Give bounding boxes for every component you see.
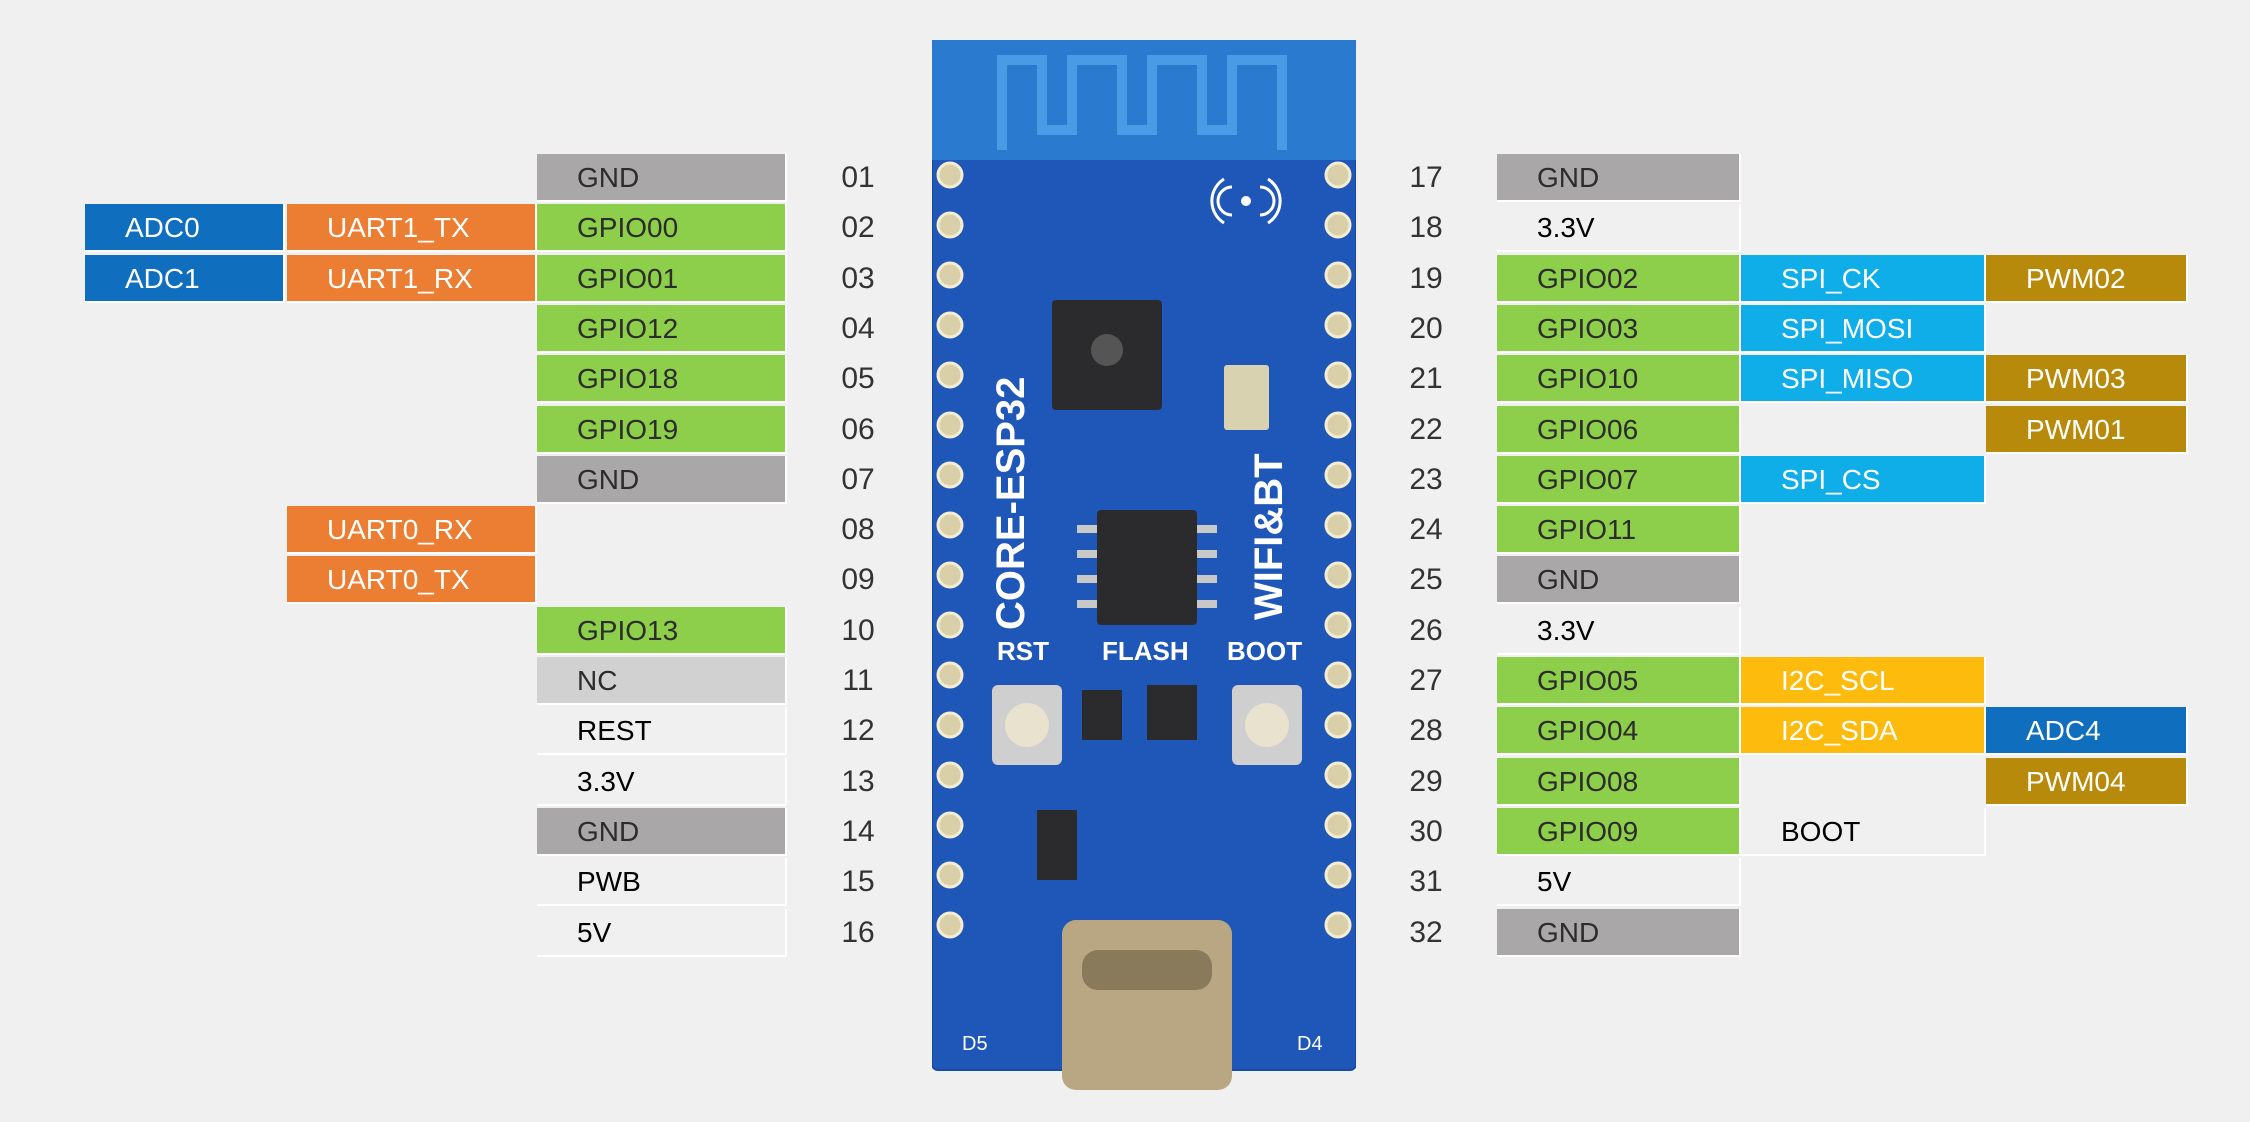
pin-label: GPIO06: [1497, 405, 1741, 454]
pin-label: 5V: [1497, 858, 1741, 907]
pin-function-label: PWM04: [1986, 757, 2188, 806]
pin-number: 24: [1409, 513, 1443, 547]
pin-number: 11: [842, 664, 874, 697]
pin-label: 3.3V: [1497, 204, 1741, 253]
pin-number: 02: [841, 211, 875, 245]
pin-function-label: I2C_SDA: [1741, 707, 1986, 756]
pin-label: GPIO13: [537, 606, 787, 655]
pin-label: GPIO18: [537, 355, 787, 404]
pin-number: 27: [1409, 664, 1443, 697]
pin-label: 5V: [537, 908, 787, 957]
pin-function-label: SPI_MISO: [1741, 355, 1986, 404]
pin-number: 03: [841, 261, 875, 295]
pin-number: 10: [841, 613, 875, 647]
pin-function-label: ADC1: [85, 254, 285, 303]
pin-number: 05: [841, 362, 875, 396]
d4-label: D4: [1297, 1033, 1323, 1055]
pin-number: 26: [1409, 613, 1443, 647]
pin-number: 07: [841, 462, 875, 496]
pin-number: 23: [1409, 462, 1443, 496]
pin-function-label: BOOT: [1741, 807, 1986, 856]
pin-function-label: SPI_CS: [1741, 455, 1986, 504]
pin-number: 15: [841, 865, 875, 899]
pin-number: 01: [841, 161, 875, 194]
pin-number: 30: [1409, 814, 1443, 848]
pin-label: GPIO00: [537, 204, 787, 253]
pin-number: 31: [1409, 865, 1443, 899]
pin-function-label: SPI_MOSI: [1741, 304, 1986, 353]
pin-label: GPIO10: [1497, 355, 1741, 404]
rst-label: RST: [997, 636, 1049, 666]
pin-label: REST: [537, 707, 787, 756]
pin-number: 06: [841, 412, 875, 446]
pin-number: 22: [1409, 412, 1443, 446]
pin-number: 29: [1409, 764, 1443, 798]
pin-function-label: PWM02: [1986, 254, 2188, 303]
pin-number: 18: [1409, 211, 1443, 245]
pin-function-label: PWM03: [1986, 355, 2188, 404]
pin-number: 13: [841, 764, 875, 798]
boot-label: BOOT: [1227, 636, 1302, 666]
pin-label: GPIO11: [1497, 506, 1741, 555]
pin-label: GND: [537, 455, 787, 504]
pin-number: 16: [841, 915, 875, 949]
pin-label: GPIO19: [537, 405, 787, 454]
pin-label: GND: [1497, 908, 1741, 957]
board-wireless-label: WIFI&BT: [1247, 453, 1291, 620]
pin-label: GPIO03: [1497, 304, 1741, 353]
pin-label: GND: [1497, 556, 1741, 605]
pin-number: 17: [1409, 161, 1443, 194]
board-name-label: CORE-ESP32: [989, 377, 1033, 630]
pin-label: GPIO02: [1497, 254, 1741, 303]
pin-label: GND: [537, 807, 787, 856]
pin-function-label: ADC4: [1986, 707, 2188, 756]
pin-number: 20: [1409, 311, 1443, 345]
d5-label: D5: [962, 1033, 988, 1055]
esp32-board-image: CORE-ESP32 WIFI&BT RST FLASH BOOT D5 D4: [932, 40, 1356, 1090]
pin-label: GPIO12: [537, 304, 787, 353]
pin-label: NC: [537, 657, 787, 705]
pin-function-label: UART1_RX: [287, 254, 537, 303]
pin-number: 08: [841, 513, 875, 547]
pin-label: GPIO05: [1497, 657, 1741, 705]
pin-function-label: UART0_RX: [287, 506, 537, 555]
pin-number: 32: [1409, 915, 1443, 949]
pin-label: GPIO04: [1497, 707, 1741, 756]
pin-label: GPIO08: [1497, 757, 1741, 806]
pin-function-label: SPI_CK: [1741, 254, 1986, 303]
pin-number: 14: [841, 814, 875, 848]
pin-number: 09: [841, 563, 875, 597]
pin-label: 3.3V: [537, 757, 787, 806]
pin-number: 04: [841, 311, 875, 345]
pin-label: GND: [537, 154, 787, 202]
pin-function-label: I2C_SCL: [1741, 657, 1986, 705]
pin-label: GPIO07: [1497, 455, 1741, 504]
pin-label: GPIO01: [537, 254, 787, 303]
pin-label: 3.3V: [1497, 606, 1741, 655]
pin-label: PWB: [537, 858, 787, 907]
pin-number: 25: [1409, 563, 1443, 597]
pin-function-label: UART1_TX: [287, 204, 537, 253]
pin-function-label: PWM01: [1986, 405, 2188, 454]
pin-number: 28: [1409, 714, 1443, 748]
pin-label: GPIO09: [1497, 807, 1741, 856]
flash-label: FLASH: [1102, 636, 1189, 666]
pin-number: 19: [1409, 261, 1443, 295]
pin-number: 12: [841, 714, 875, 748]
pin-function-label: ADC0: [85, 204, 285, 253]
pin-label: GND: [1497, 154, 1741, 202]
pin-function-label: UART0_TX: [287, 556, 537, 605]
pin-number: 21: [1409, 362, 1443, 396]
